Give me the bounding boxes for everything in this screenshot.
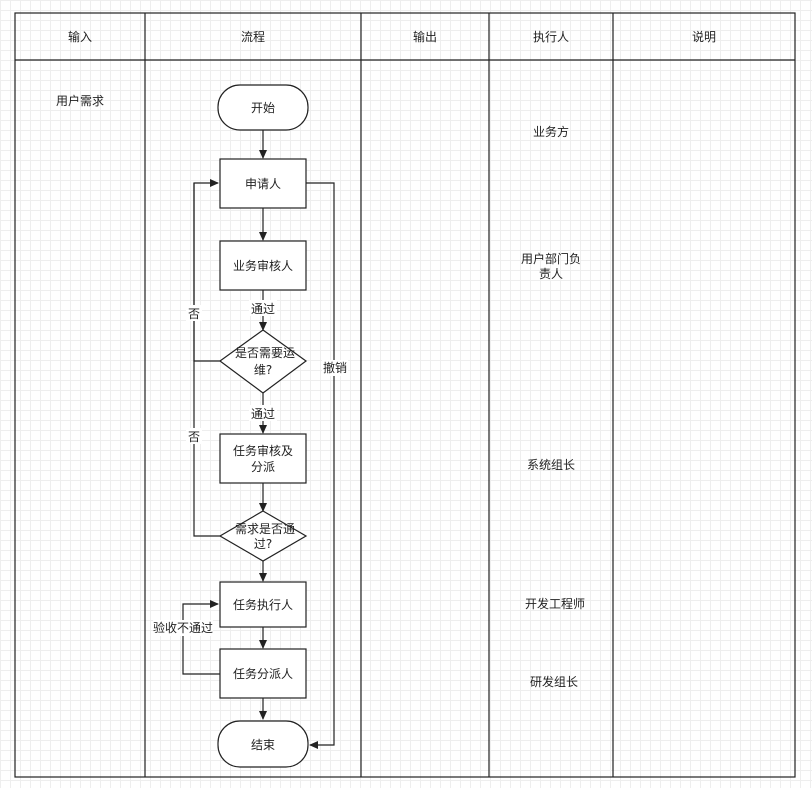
end-node-label: 结束 [251, 738, 275, 752]
business-reviewer-node [219, 240, 307, 291]
header-description: 说明 [692, 29, 716, 44]
edge-label-pass-1: 通过 [251, 302, 275, 316]
header-input: 输入 [68, 29, 92, 44]
task-review-node-line1: 任务审核及 [233, 443, 293, 458]
applicant-node-label: 申请人 [245, 177, 281, 191]
header-executor: 执行人 [533, 30, 569, 44]
applicant-node [219, 158, 307, 209]
end-node [217, 720, 309, 768]
connectors [182, 130, 335, 749]
start-node [217, 84, 309, 131]
header-output: 输出 [413, 29, 437, 44]
edge-label-pass-2: 通过 [251, 407, 275, 421]
task-executor-node-label: 任务执行人 [233, 597, 293, 612]
executor-dept-head-line1: 用户部门负 [521, 251, 581, 266]
task-review-node [219, 433, 307, 484]
need-ops-decision [218, 329, 308, 394]
task-review-node-line2: 分派 [251, 460, 275, 474]
task-executor-node [219, 581, 307, 628]
need-ops-decision-line2: 维? [254, 363, 272, 377]
req-pass-decision-line2: 过? [254, 537, 272, 551]
input-user-requirement: 用户需求 [56, 93, 104, 108]
edge-label-no-2: 否 [188, 430, 200, 444]
executor-rd-lead: 研发组长 [530, 674, 578, 689]
need-ops-decision-line1: 是否需要运 [235, 346, 295, 360]
req-pass-decision [218, 510, 308, 562]
edge-label-no-1: 否 [188, 307, 200, 321]
executor-system-lead: 系统组长 [527, 458, 575, 472]
task-dispatcher-node-label: 任务分派人 [233, 666, 293, 681]
header-process: 流程 [241, 29, 265, 44]
req-pass-decision-line1: 需求是否通 [235, 522, 295, 536]
start-node-label: 开始 [251, 101, 275, 115]
swimlane-table [14, 12, 796, 778]
executor-dept-head-line2: 责人 [539, 267, 563, 281]
executor-business-side: 业务方 [533, 124, 569, 139]
business-reviewer-node-label: 业务审核人 [233, 258, 293, 273]
task-dispatcher-node [219, 648, 307, 699]
executor-developer: 开发工程师 [525, 596, 585, 611]
edge-label-revoke: 撤销 [323, 360, 347, 375]
edge-label-acceptance-failed: 验收不通过 [153, 620, 213, 635]
